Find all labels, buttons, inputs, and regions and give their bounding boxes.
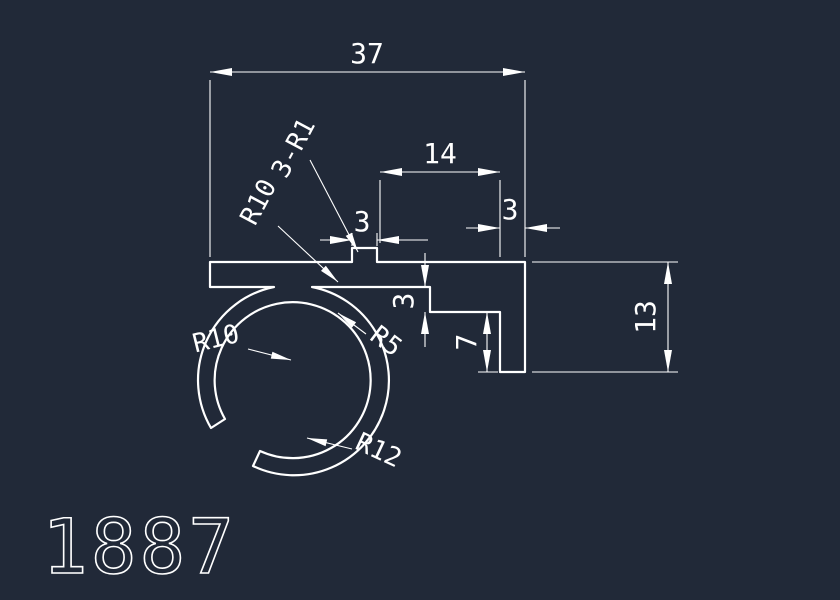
arrowhead — [380, 168, 402, 176]
arrowhead — [483, 350, 491, 372]
dim-value-step-depth: 3 — [387, 293, 420, 310]
arrowhead — [321, 265, 338, 282]
arrowhead — [210, 68, 232, 76]
dim-tab-width: 3 — [320, 205, 428, 246]
dim-value-inner-span: 14 — [423, 137, 457, 170]
dim-total-height: 13 — [532, 261, 678, 373]
arrowhead — [330, 236, 352, 244]
profile-outline — [196, 246, 527, 477]
dim-value-total-width: 37 — [350, 37, 384, 70]
arrowhead — [503, 68, 525, 76]
arrowhead — [478, 224, 500, 232]
dim-inner-span: 14 — [379, 137, 501, 257]
arrowhead — [525, 224, 547, 232]
dim-lip-width: 3 — [466, 193, 560, 232]
dim-step-depth: 3 — [387, 253, 429, 347]
arrowhead — [421, 312, 429, 334]
profile-path — [196, 246, 527, 477]
arrowhead — [270, 351, 291, 360]
arrowhead — [345, 232, 358, 252]
arrowhead — [421, 265, 429, 287]
dim-total-width: 37 — [209, 37, 526, 257]
arrowhead — [664, 350, 672, 372]
arrowhead — [664, 262, 672, 284]
arrowhead — [478, 168, 500, 176]
part-number: 1887 — [42, 502, 237, 591]
dim-value-tab-width: 3 — [354, 205, 371, 238]
arrowhead — [338, 313, 357, 328]
dim-leg-height: 7 — [450, 312, 498, 373]
arrowhead — [377, 236, 399, 244]
arrowhead — [307, 438, 328, 447]
dim-value-lip-width: 3 — [502, 193, 519, 226]
dim-value-total-height: 13 — [629, 300, 662, 334]
arrowhead — [483, 312, 491, 334]
dim-value-leg-height: 7 — [450, 334, 483, 351]
